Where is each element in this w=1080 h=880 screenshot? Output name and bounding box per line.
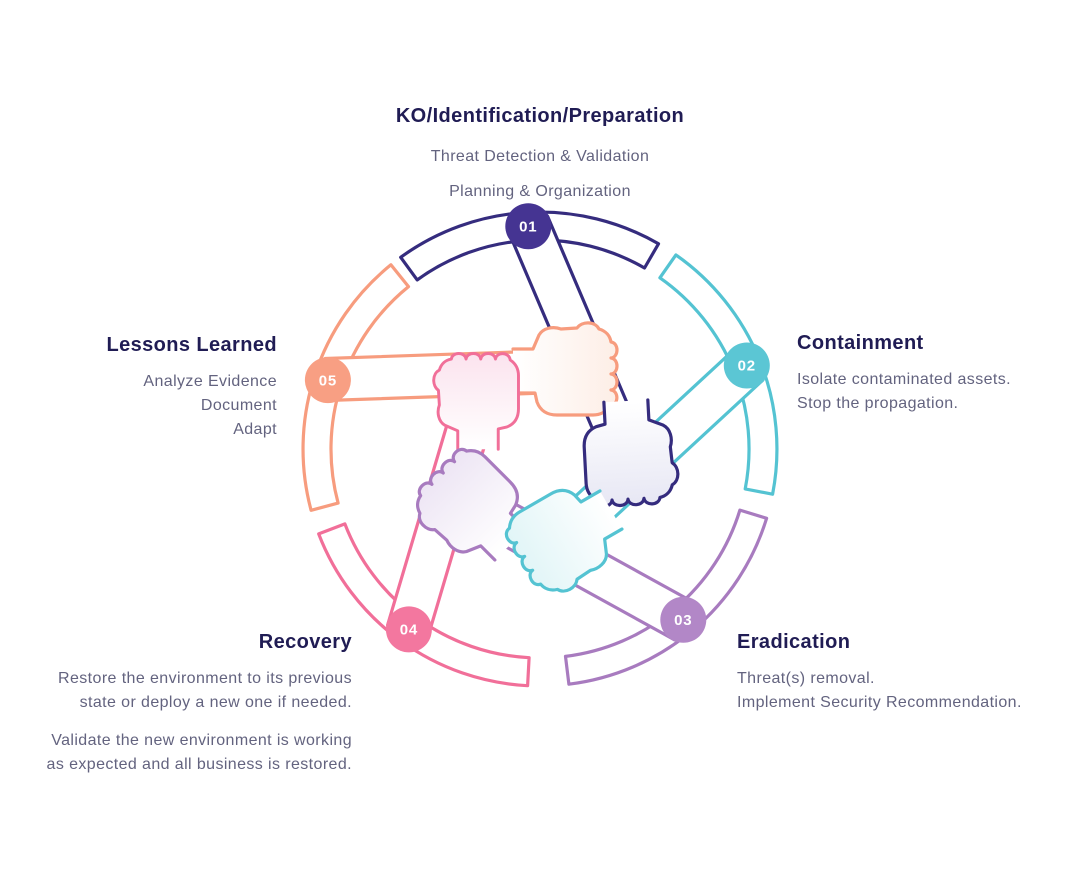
description-line: state or deploy a new one if needed. xyxy=(79,694,352,711)
stage-arc-1 xyxy=(399,210,661,282)
joined-fists-layer xyxy=(416,321,680,593)
fist-icon-1 xyxy=(582,398,680,508)
fist-icon-2 xyxy=(504,488,624,593)
badge-label-2: 02 xyxy=(738,358,756,375)
stage-2-title: Containment xyxy=(797,332,924,354)
description-line: as expected and all business is restored… xyxy=(46,756,352,773)
badge-label-3: 03 xyxy=(674,612,692,629)
fist-fill-1 xyxy=(584,399,678,507)
stage-1-text-block: KO/Identification/Preparation Threat Det… xyxy=(0,104,1080,209)
stage-4-description: Restore the environment to its previous s… xyxy=(47,667,352,777)
description-line: Planning & Organization xyxy=(449,182,631,200)
stage-badge-3 xyxy=(660,596,707,643)
description-line: Stop the propagation. xyxy=(797,395,959,412)
stage-arc-5 xyxy=(301,263,411,512)
badges-layer: 01 02 03 04 05 xyxy=(304,203,770,653)
stage-3-title: Eradication xyxy=(737,631,851,653)
fist-icon-3 xyxy=(416,447,528,562)
fist-outline-3 xyxy=(416,447,528,562)
fist-outline-4 xyxy=(432,352,520,451)
fist-fill-2 xyxy=(506,490,622,592)
description-line: Validate the new environment is working xyxy=(51,732,352,749)
description-line: Isolate contaminated assets. xyxy=(797,371,1011,388)
stage-3-text-block: Eradication Threat(s) removal. Implement … xyxy=(737,630,1022,715)
stage-arc-3 xyxy=(563,508,769,686)
badge-label-4: 04 xyxy=(400,622,418,639)
stage-2-text-block: Containment Isolate contaminated assets.… xyxy=(797,331,1011,416)
fist-icon-5 xyxy=(511,321,619,417)
fist-icon-4 xyxy=(432,352,520,451)
description-line: Document xyxy=(200,397,277,414)
stage-4-title: Recovery xyxy=(258,631,352,653)
fist-outline-1 xyxy=(582,398,680,508)
fist-fill-4 xyxy=(433,353,519,450)
stage-badge-5 xyxy=(304,357,351,404)
fist-outline-5 xyxy=(511,321,619,417)
stage-3-description: Threat(s) removal. Implement Security Rec… xyxy=(737,667,1022,715)
fist-outline-2 xyxy=(504,488,624,593)
badge-label-5: 05 xyxy=(319,372,337,389)
stage-badge-4 xyxy=(385,606,432,653)
description-line: Threat(s) removal. xyxy=(737,670,875,687)
description-line: Adapt xyxy=(233,421,277,438)
badge-label-1: 01 xyxy=(519,219,537,236)
stage-1-title: KO/Identification/Preparation xyxy=(395,105,685,127)
stage-badge-1 xyxy=(505,203,552,250)
description-line: Threat Detection & Validation xyxy=(430,148,650,165)
description-line: Implement Security Recommendation. xyxy=(737,694,1022,711)
fist-fill-5 xyxy=(513,322,617,415)
stage-arc-4 xyxy=(317,522,531,688)
description-line: Restore the environment to its previous xyxy=(58,670,352,687)
stage-5-title: Lessons Learned xyxy=(106,334,277,356)
stage-badge-2 xyxy=(723,342,770,389)
paragraph-spacer xyxy=(47,715,352,729)
stage-2-description: Isolate contaminated assets. Stop the pro… xyxy=(797,368,1011,416)
fist-fill-3 xyxy=(417,449,526,560)
description-line: Analyze Evidence xyxy=(143,373,277,390)
stage-4-text-block: Recovery Restore the environment to its … xyxy=(47,630,352,777)
